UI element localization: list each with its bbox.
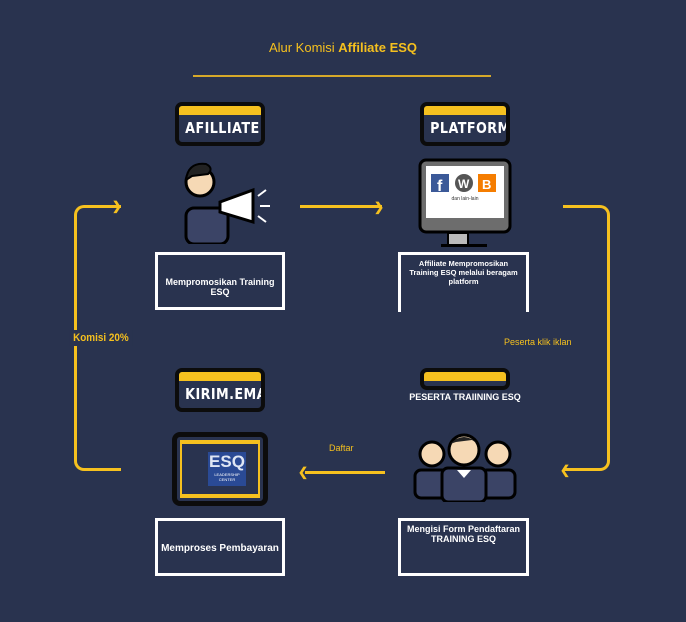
platform-box: Affiliate Mempromosikan Training ESQ mel…: [398, 252, 529, 312]
commission-label: Komisi 20%: [69, 330, 133, 346]
monitor-icon: f W B: [418, 158, 512, 247]
blogger-icon: [478, 174, 496, 192]
megaphone-person-icon: [184, 162, 270, 244]
svg-text:f: f: [437, 178, 443, 195]
wordpress-icon: [455, 174, 473, 192]
svg-text:B: B: [482, 177, 491, 192]
loop-head-left: ❮: [560, 463, 571, 477]
participants-badge: [420, 368, 510, 390]
facebook-icon: [431, 174, 449, 192]
svg-text:W: W: [458, 177, 470, 191]
arrow-left: [305, 471, 385, 474]
participants-label: PESERTA TRAIINING ESQ: [409, 392, 521, 402]
arrow-head-right: ❯: [374, 200, 385, 214]
payment-box: Memproses Pembayaran: [155, 518, 285, 576]
arrow-right: [300, 205, 382, 208]
click-label: Peserta klik iklan: [504, 337, 572, 347]
register-box: Mengisi Form Pendaftaran TRAINING ESQ: [398, 518, 529, 576]
affiliate-badge: AFILLIATE: [175, 102, 265, 146]
esq-screen: ESQ LEADERSHIP CENTER: [172, 432, 268, 506]
right-loop-arrow: [563, 205, 610, 471]
page-title: Alur Komisi Affiliate ESQ: [268, 40, 418, 55]
loop-head-right: ❯: [112, 199, 123, 213]
promote-box: Mempromosikan Training ESQ: [155, 252, 285, 310]
email-badge: KIRIM.EMAIL: [175, 368, 265, 412]
participants-icon: [413, 433, 517, 502]
esq-logo: ESQ LEADERSHIP CENTER: [208, 452, 246, 486]
platform-badge: PLATFORM: [420, 102, 510, 146]
arrow-head-left: ❮: [298, 465, 309, 479]
register-label: Daftar: [329, 443, 354, 453]
title-divider: [193, 75, 491, 77]
